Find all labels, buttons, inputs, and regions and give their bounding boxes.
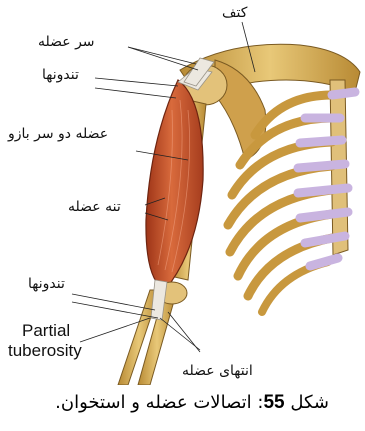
biceps-muscle	[146, 80, 203, 290]
forearm-bones	[118, 282, 187, 385]
label-tuberosity: tuberosity	[8, 342, 82, 360]
caption-text: : اتصالات عضله و استخوان.	[55, 392, 263, 413]
label-biceps: عضله دو سر بازو	[8, 127, 108, 141]
caption-number: 55	[263, 392, 284, 413]
label-tendons-bottom: تندونها	[28, 277, 65, 291]
label-muscle-body: تنه عضله	[68, 200, 121, 214]
label-shoulder: کتف	[222, 6, 247, 20]
label-muscle-head: سر عضله	[38, 35, 95, 49]
label-muscle-end: انتهای عضله	[182, 364, 253, 378]
label-partial: Partial	[22, 322, 70, 340]
figure-caption: شکل 55: اتصالات عضله و استخوان.	[55, 392, 329, 414]
label-tendons-top: تندونها	[42, 68, 79, 82]
caption-prefix: شکل	[290, 392, 329, 413]
